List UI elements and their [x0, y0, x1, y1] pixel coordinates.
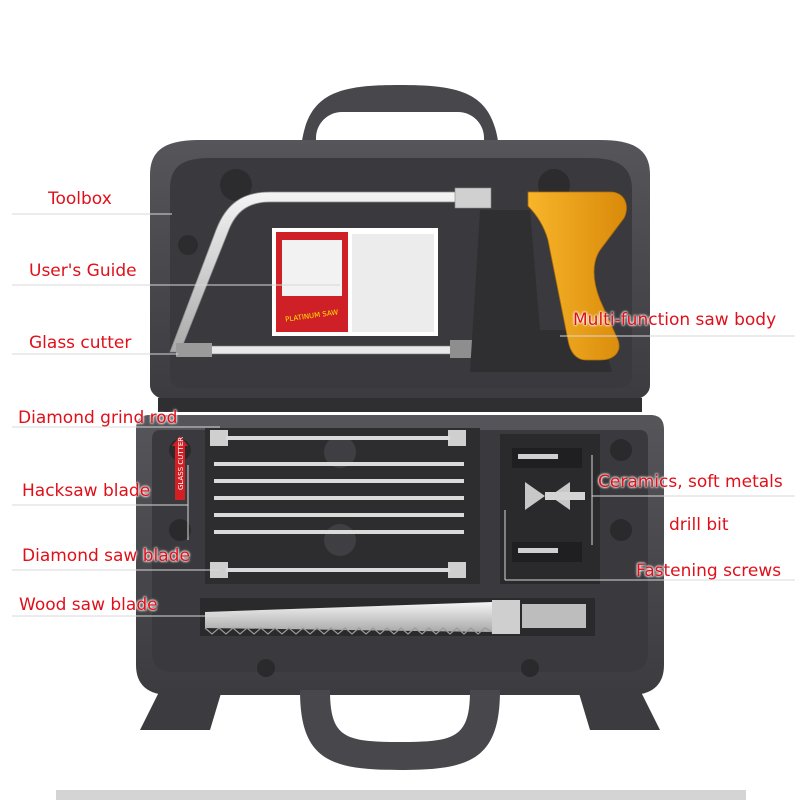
lid-well: [220, 169, 252, 201]
hinge: [158, 398, 642, 412]
base-well: [257, 659, 275, 677]
diamond-grind-rod: [226, 436, 450, 440]
label-users-guide: User's Guide: [29, 261, 137, 281]
carry-handle: [300, 85, 500, 170]
tray-notch: [324, 524, 356, 556]
label-fastening-screws: Fastening screws: [636, 561, 782, 581]
label-multi-function-saw-body: Multi-function saw body: [573, 310, 777, 330]
blade-end: [448, 562, 466, 578]
label-wood-saw-blade: Wood saw blade: [19, 595, 158, 615]
base-well: [610, 519, 632, 541]
frame-clip: [454, 187, 492, 209]
saw-frame: [169, 191, 461, 353]
label-ceramics-soft-metals: Ceramics, soft metals: [598, 472, 783, 492]
wood-saw-blade: [205, 602, 492, 632]
blade-adapter: [522, 604, 586, 628]
fastening-screw: [518, 454, 558, 459]
fastening-screw: [518, 548, 558, 553]
blade: [214, 513, 464, 517]
blade: [214, 530, 464, 534]
base-well: [521, 659, 539, 677]
label-diamond-saw-blade: Diamond saw blade: [22, 546, 190, 566]
label-diamond-grind-rod: Diamond grind rod: [18, 408, 178, 428]
saw-teeth: [204, 627, 493, 635]
label-hacksaw-blade: Hacksaw blade: [22, 481, 151, 501]
base-well: [610, 439, 632, 461]
leader-lines: [12, 213, 795, 617]
blade: [214, 496, 464, 500]
bottom-strip: [56, 790, 746, 800]
tray-notch: [324, 436, 356, 468]
guide-photo: [282, 240, 342, 296]
bottom-handle: [300, 690, 500, 770]
drill-bit: [545, 492, 585, 500]
blade: [214, 479, 464, 483]
right-foot: [578, 690, 660, 730]
left-foot: [140, 690, 222, 730]
lid-well: [178, 235, 198, 255]
blade: [214, 462, 464, 466]
glass-cutter-tag: [172, 436, 188, 500]
blade-shank: [492, 600, 520, 634]
blade-clamp-left: [176, 343, 212, 357]
rod-end: [448, 430, 466, 446]
guide-page: [352, 234, 434, 332]
label-toolbox: Toolbox: [48, 189, 112, 209]
label-drill-bit: drill bit: [669, 515, 729, 535]
rod-end: [210, 430, 228, 446]
saw-handle: [527, 191, 627, 361]
diamond-saw-blade: [226, 568, 450, 572]
glass-cutter-tag-text: GLASS CUTTER: [177, 437, 185, 490]
label-glass-cutter: Glass cutter: [29, 333, 132, 353]
blade-stack: [210, 430, 466, 578]
base-well: [169, 519, 191, 541]
